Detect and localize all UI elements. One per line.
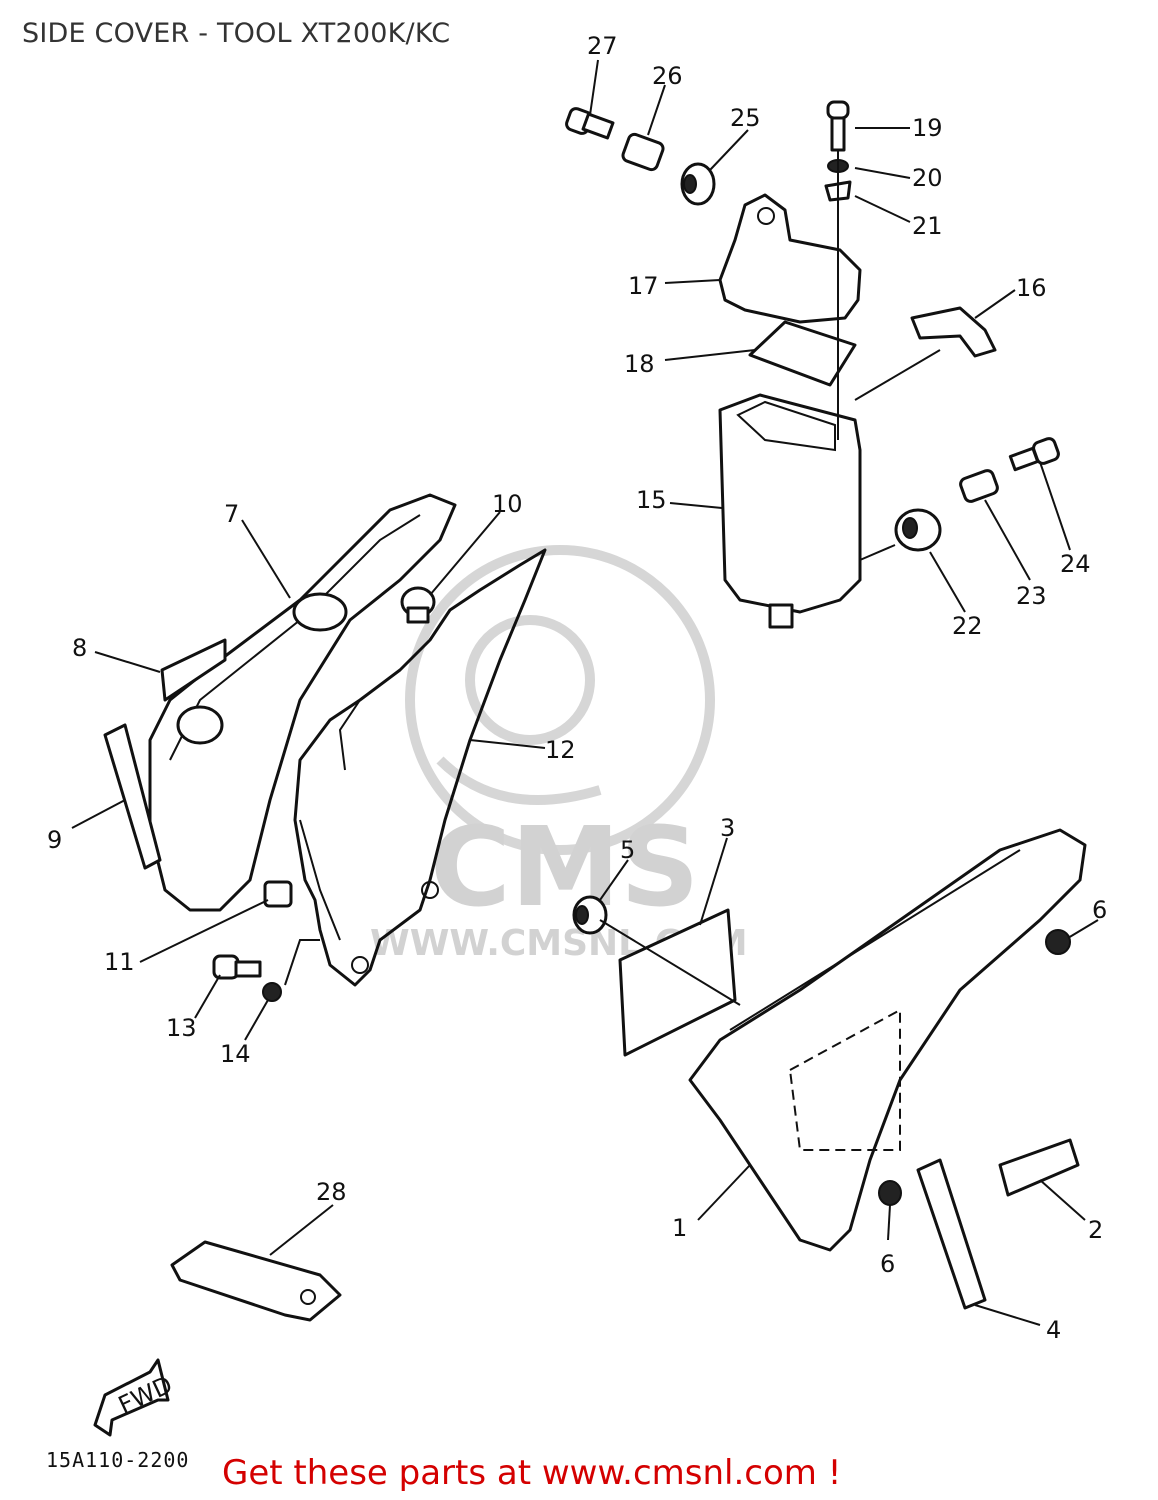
callout-9: 9 — [47, 826, 62, 854]
callout-26: 26 — [652, 62, 683, 90]
part-22-grommet — [894, 508, 942, 552]
part-27-bolt — [565, 107, 615, 140]
callout-2: 2 — [1088, 1216, 1103, 1244]
callout-4: 4 — [1046, 1316, 1061, 1344]
leader-lines — [71, 59, 1099, 1326]
part-16-strap — [910, 306, 997, 358]
part-6-nut-top — [1045, 929, 1071, 955]
watermark-brand: CMS — [430, 803, 699, 931]
toolbox-assembly — [565, 100, 1060, 629]
callout-7: 7 — [224, 500, 239, 528]
left-cover-assembly — [103, 493, 547, 1002]
callout-25: 25 — [730, 104, 761, 132]
part-18-pad — [748, 320, 857, 387]
page-title: SIDE COVER - TOOL XT200K/KC — [22, 18, 451, 49]
callout-12: 12 — [545, 736, 576, 764]
part-3-tape — [618, 908, 737, 1057]
callout-6a: 6 — [1092, 896, 1107, 924]
part-2-plate — [998, 1138, 1080, 1197]
callout-20: 20 — [912, 164, 943, 192]
part-12-bracket — [293, 548, 547, 987]
part-11-clip — [263, 880, 293, 908]
callout-1: 1 — [672, 1214, 687, 1242]
callout-21: 21 — [912, 212, 943, 240]
part-23-collar — [959, 469, 999, 503]
callout-3: 3 — [720, 814, 735, 842]
callout-labels: 1 2 3 4 5 6 6 7 8 9 10 11 12 13 14 15 16… — [47, 32, 1107, 1344]
part-24-bolt — [1008, 437, 1060, 472]
callout-15: 15 — [636, 486, 667, 514]
callout-22: 22 — [952, 612, 983, 640]
part-9-strip — [103, 723, 162, 870]
callout-28: 28 — [316, 1178, 347, 1206]
callout-6b: 6 — [880, 1250, 895, 1278]
part-6-nut-bottom — [878, 1180, 902, 1206]
part-19-screw — [826, 100, 850, 152]
right-cover-assembly — [572, 828, 1087, 1310]
part-1-cover — [688, 828, 1087, 1252]
callout-27: 27 — [587, 32, 618, 60]
callout-5: 5 — [620, 836, 635, 864]
part-17-lid — [718, 193, 862, 324]
part-14-washer — [262, 982, 282, 1002]
part-10-grommet — [400, 586, 436, 624]
part-8-rubber — [160, 638, 227, 702]
callout-10: 10 — [492, 490, 523, 518]
callout-23: 23 — [1016, 582, 1047, 610]
fwd-arrow-icon: FWD — [93, 1358, 177, 1437]
callout-24: 24 — [1060, 550, 1091, 578]
callout-11: 11 — [104, 948, 135, 976]
footer-link[interactable]: Get these parts at www.cmsnl.com ! — [222, 1453, 842, 1493]
callout-19: 19 — [912, 114, 943, 142]
part-25-grommet — [680, 162, 716, 206]
callout-16: 16 — [1016, 274, 1047, 302]
callout-18: 18 — [624, 350, 655, 378]
part-4-strip — [916, 1158, 987, 1310]
callout-13: 13 — [166, 1014, 197, 1042]
part-26-collar — [621, 132, 665, 172]
callout-8: 8 — [72, 634, 87, 662]
diagram-code: 15A110-2200 — [46, 1448, 190, 1472]
callout-17: 17 — [628, 272, 659, 300]
part-5-grommet — [572, 895, 608, 935]
part-13-bolt — [212, 954, 262, 980]
callout-14: 14 — [220, 1040, 251, 1068]
part-28-toolbag — [170, 1240, 342, 1322]
